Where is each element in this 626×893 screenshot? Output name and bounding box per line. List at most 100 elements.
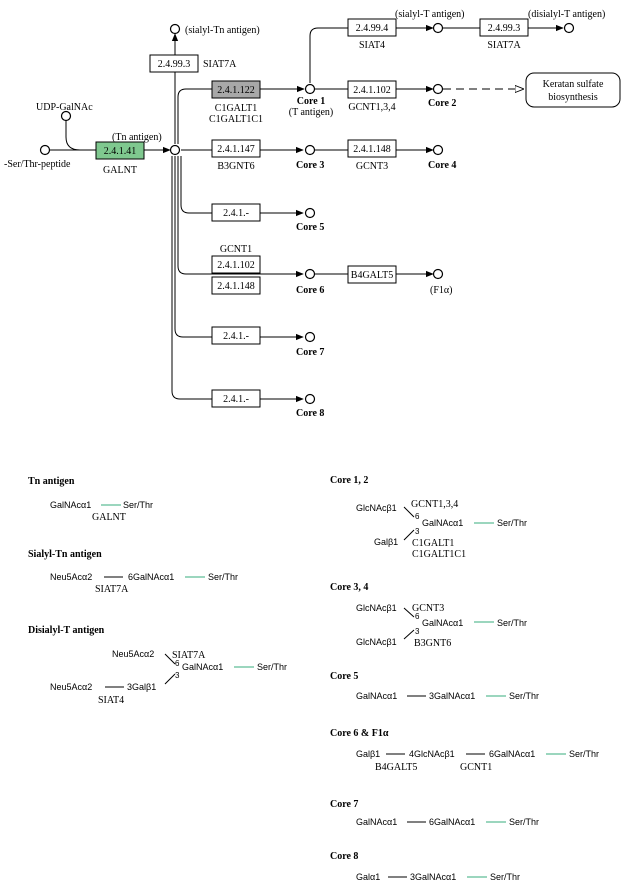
node-core5[interactable] <box>304 207 316 219</box>
legend-core6: Core 6 & F1α Galβ1 4GlcNAcβ1 6GalNAcα1 S… <box>330 728 599 773</box>
label-core5: Core 5 <box>296 222 324 233</box>
node-tn-antigen[interactable] <box>169 144 181 156</box>
ec-core8: 2.4.1.- <box>223 394 249 405</box>
edge-siat4 <box>309 24 434 83</box>
keratan-sulfate-box[interactable] <box>525 72 621 108</box>
enzyme-siat7a-2-box[interactable] <box>479 18 529 37</box>
legend-core5: Core 5 GalNAcα1 3GalNAcα1 Ser/Thr <box>330 671 539 701</box>
edge-core1 <box>177 85 305 144</box>
enzyme-siat7a-box[interactable] <box>149 54 199 73</box>
legend-core5-s1: GalNAcα1 <box>356 691 397 701</box>
legend-disialyl-t-enz1: SIAT7A <box>172 650 206 661</box>
legend-sialyl-tn-s2: 6GalNAcα1 <box>128 572 174 582</box>
keratan-sulfate-map-link[interactable]: Keratan sulfate biosynthesis <box>525 72 621 108</box>
node-core4[interactable] <box>432 144 444 156</box>
node-core2[interactable] <box>432 83 444 95</box>
node-f1a[interactable] <box>432 268 444 280</box>
node-core6[interactable] <box>304 268 316 280</box>
enzyme-c1galt[interactable]: 2.4.1.122 <box>211 80 261 99</box>
legend-core12: Core 1, 2 GlcNAcβ1 GCNT1,3,4 6 GalNAcα1 … <box>330 475 527 560</box>
enzyme-gcnt1-102[interactable]: 2.4.1.102 <box>211 255 261 274</box>
node-core3[interactable] <box>304 144 316 156</box>
legend-core7-title: Core 7 <box>330 799 358 810</box>
label-core8: Core 8 <box>296 408 324 419</box>
enzyme-core7[interactable]: 2.4.1.- <box>211 326 261 345</box>
legend-core12-s1: GlcNAcβ1 <box>356 503 397 513</box>
legend-core12-n6: 6 <box>415 512 420 521</box>
legend-core5-s2: 3GalNAcα1 <box>429 691 475 701</box>
enzyme-b3gnt6[interactable]: 2.4.1.147 <box>211 139 261 158</box>
node-ser-thr-peptide[interactable] <box>39 144 51 156</box>
enzyme-gcnt3[interactable]: 2.4.1.148 <box>347 139 397 158</box>
node-disialyl-t[interactable] <box>563 22 575 34</box>
ec-core5: 2.4.1.- <box>223 208 249 219</box>
ec-gcnt134: 2.4.1.102 <box>353 85 391 96</box>
enzyme-core5-box[interactable] <box>211 203 261 222</box>
enzyme-siat7a-2[interactable]: 2.4.99.3 <box>479 18 529 37</box>
legend-core34-n3: 3 <box>415 627 420 636</box>
enzyme-gcnt134[interactable]: 2.4.1.102 <box>347 80 397 99</box>
legend-core7: Core 7 GalNAcα1 6GalNAcα1 Ser/Thr <box>330 799 539 827</box>
label-ser-thr-peptide: -Ser/Thr-peptide <box>4 159 71 170</box>
enzyme-core5[interactable]: 2.4.1.- <box>211 203 261 222</box>
label-siat7a: SIAT7A <box>203 59 237 70</box>
legend-tn-sugar: GalNAcα1 <box>50 500 91 510</box>
legend-core34-s2: GlcNAcβ1 <box>356 637 397 647</box>
label-tn-antigen: (Tn antigen) <box>112 132 162 143</box>
enzyme-core8[interactable]: 2.4.1.- <box>211 389 261 408</box>
legend-sialyl-tn-end: Ser/Thr <box>208 572 238 582</box>
enzyme-boxes: 2.4.1.41 2.4.99.3 2.4.1.122 2.4.99.4 2.4… <box>95 18 621 408</box>
legend-core34-end: Ser/Thr <box>497 618 527 628</box>
legend-tn-title: Tn antigen <box>28 476 75 487</box>
ec-gcnt3: 2.4.1.148 <box>353 144 391 155</box>
enzyme-galnt[interactable]: 2.4.1.41 <box>95 141 145 160</box>
enzyme-gcnt134-box[interactable] <box>347 80 397 99</box>
legend-core6-title: Core 6 & F1α <box>330 728 389 739</box>
node-sialyl-t[interactable] <box>432 22 444 34</box>
enzyme-gcnt1-102-box[interactable] <box>211 255 261 274</box>
node-core8[interactable] <box>304 393 316 405</box>
legend-tn-enzyme: GALNT <box>92 512 126 523</box>
enzyme-core7-box[interactable] <box>211 326 261 345</box>
node-udp-galnac[interactable] <box>60 110 72 122</box>
label-core4: Core 4 <box>428 160 456 171</box>
keratan-label-2: biosynthesis <box>548 92 598 103</box>
enzyme-b4galt5[interactable]: B4GALT5 <box>347 265 397 284</box>
legend-core7-s1: GalNAcα1 <box>356 817 397 827</box>
node-core1[interactable] <box>304 83 316 95</box>
legend-core6-enz1: B4GALT5 <box>375 762 417 773</box>
enzyme-b4galt5-box[interactable] <box>347 265 397 284</box>
enzyme-siat4[interactable]: 2.4.99.4 <box>347 18 397 37</box>
edge-core5 <box>180 156 304 217</box>
label-b3gnt6: B3GNT6 <box>217 161 254 172</box>
legend-core34-enz1: GCNT3 <box>412 603 444 614</box>
edge-core8 <box>171 156 304 403</box>
enzyme-gcnt1-148[interactable]: 2.4.1.148 <box>211 276 261 295</box>
pathway-nodes <box>39 22 575 405</box>
legend-sialyl-tn: Sialyl-Tn antigen Neu5Acα2 6GalNAcα1 Ser… <box>28 549 238 595</box>
legend-disialyl-t-n3: 3 <box>175 671 180 680</box>
legend-core34-enz2: B3GNT6 <box>414 638 451 649</box>
legend-core6-end: Ser/Thr <box>569 749 599 759</box>
enzyme-core8-box[interactable] <box>211 389 261 408</box>
enzyme-siat4-box[interactable] <box>347 18 397 37</box>
enzyme-c1galt-box[interactable] <box>211 80 261 99</box>
legend-core5-end: Ser/Thr <box>509 691 539 701</box>
label-core7: Core 7 <box>296 347 324 358</box>
legend-core34-title: Core 3, 4 <box>330 582 368 593</box>
ec-b4galt5: B4GALT5 <box>351 270 393 281</box>
node-core7[interactable] <box>304 331 316 343</box>
edge-core6 <box>177 156 304 278</box>
enzyme-siat7a[interactable]: 2.4.99.3 <box>149 54 199 73</box>
ec-gcnt1-102: 2.4.1.102 <box>217 260 255 271</box>
enzyme-galnt-box[interactable] <box>95 141 145 160</box>
legend-sialyl-tn-title: Sialyl-Tn antigen <box>28 549 102 560</box>
enzyme-b3gnt6-box[interactable] <box>211 139 261 158</box>
enzyme-gcnt1-148-box[interactable] <box>211 276 261 295</box>
legend-core12-s2: Galβ1 <box>374 537 398 547</box>
node-sialyl-tn[interactable] <box>169 23 181 35</box>
enzyme-gcnt3-box[interactable] <box>347 139 397 158</box>
label-gcnt134: GCNT1,3,4 <box>348 102 395 113</box>
legend-disialyl-t-center: GalNAcα1 <box>182 662 223 672</box>
